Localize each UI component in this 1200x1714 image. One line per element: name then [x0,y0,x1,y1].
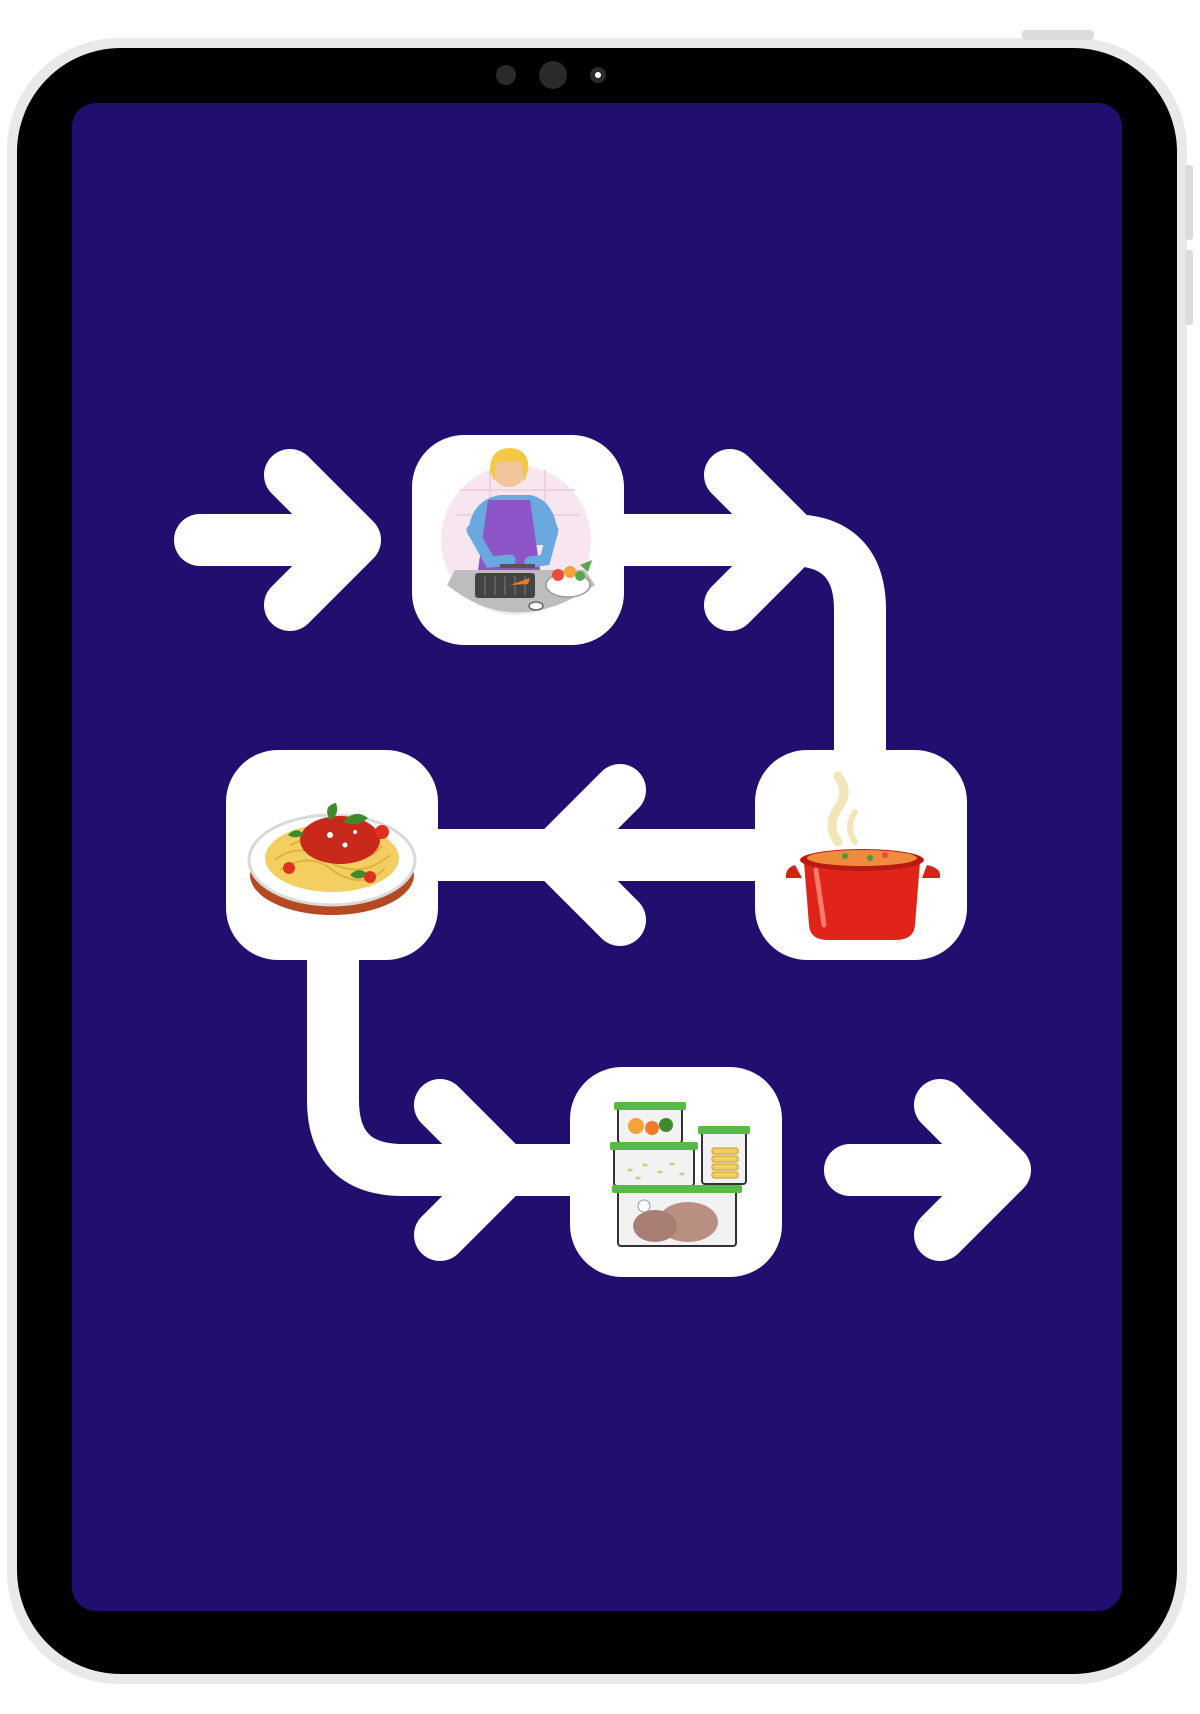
arrowhead-step2 [529,764,646,946]
side-button-volume-up [1185,165,1193,240]
camera-glint-icon [595,72,601,78]
flow-paths [174,449,1031,1261]
arrowhead-step1 [704,449,821,631]
chef-chopping-vegetables-icon [441,448,595,615]
camera-lens-icon [539,61,567,89]
arrowhead-step3 [414,1079,531,1261]
exit-arrow [824,1079,1031,1261]
front-camera-cluster [496,61,606,89]
side-button-volume-down [1185,250,1193,325]
side-button-top [1022,30,1094,40]
camera-sensor-icon [496,65,516,85]
steaming-red-cooking-pot-icon [785,771,941,940]
connector-step3-to-step4 [307,914,606,1196]
spaghetti-plate-icon [247,803,417,915]
entry-arrow [174,449,381,631]
food-storage-containers-icon [610,1102,750,1247]
